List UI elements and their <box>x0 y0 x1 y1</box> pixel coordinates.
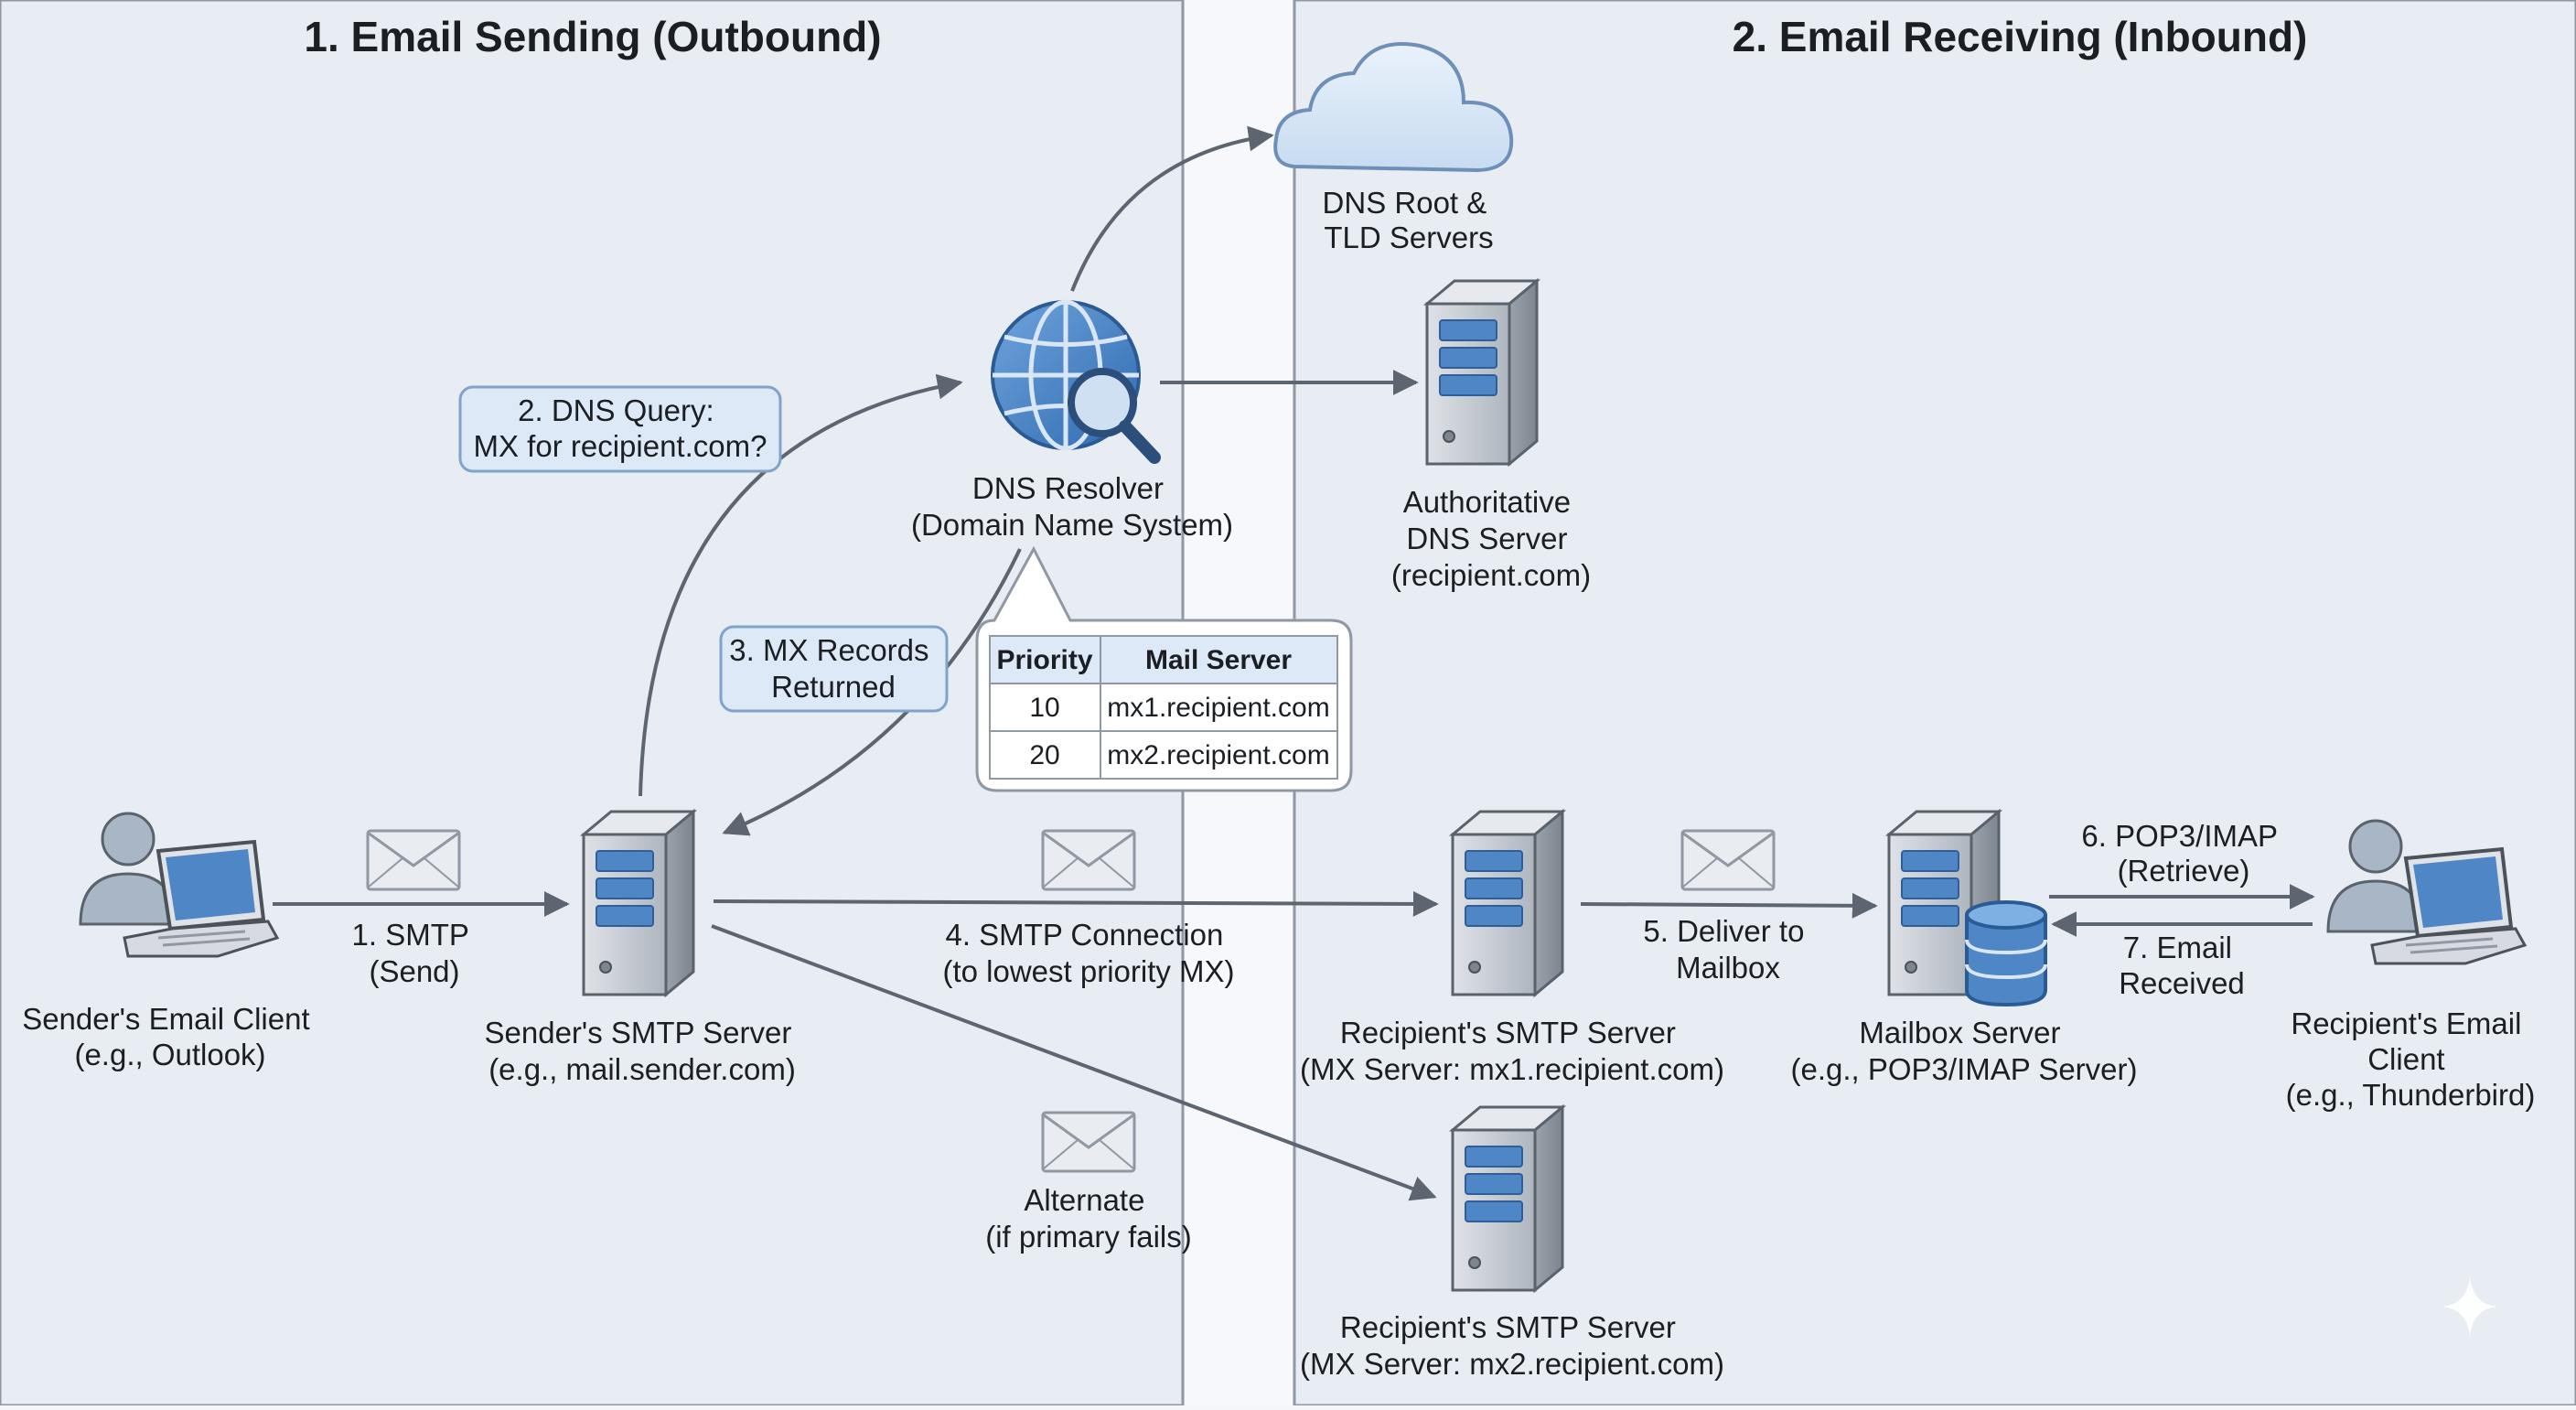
sender-smtp-label: Sender's SMTP Server (e.g., mail.sender.… <box>485 1016 800 1086</box>
mx-returned-label: 3. MX Records Returned <box>729 633 937 704</box>
envelope-icon-connection <box>1041 829 1136 891</box>
envelope-icon-alternate <box>1041 1111 1136 1173</box>
mx-row-2-server: mx2.recipient.com <box>1107 740 1329 770</box>
mx-row-2-priority: 20 <box>1029 740 1059 770</box>
mailbox-server-label: Mailbox Server (e.g., POP3/IMAP Server) <box>1790 1016 2137 1086</box>
arrow-dns-query <box>639 373 963 797</box>
database-icon <box>1965 900 2047 1007</box>
cloud-icon <box>1273 42 1514 173</box>
mx-returned-callout <box>719 625 949 713</box>
recipient-smtp1-server-icon <box>1451 810 1564 996</box>
sender-smtp-server-icon <box>582 810 695 996</box>
recipient-smtp2-server-icon <box>1451 1105 1564 1292</box>
recipient-smtp2-label: Recipient's SMTP Server (MX Server: mx2.… <box>1300 1310 1724 1381</box>
mx-header-server: Mail Server <box>1145 645 1292 675</box>
mx-records-table: Priority Mail Server 10 mx1.recipient.co… <box>975 545 1353 792</box>
sender-client-label: Sender's Email Client (e.g., Outlook) <box>22 1002 318 1071</box>
outbound-title: 1. Email Sending (Outbound) <box>304 13 881 60</box>
retrieve-label: 6. POP3/IMAP (Retrieve) <box>2081 819 2285 888</box>
inbound-title: 2. Email Receiving (Inbound) <box>1733 13 2308 60</box>
alternate-label: Alternate (if primary fails) <box>985 1183 1192 1254</box>
received-label: 7. Email Received <box>2119 931 2245 1000</box>
envelope-icon-deliver <box>1680 829 1776 891</box>
arrow-mx-returned <box>722 548 1022 836</box>
smtp-connection-label: 4. SMTP Connection (to lowest priority M… <box>942 918 1234 988</box>
arrow-smtp-connection <box>713 890 1439 917</box>
mx-row-1-priority: 10 <box>1029 693 1059 723</box>
authoritative-dns-label: Authoritative DNS Server (recipient.com) <box>1391 485 1591 592</box>
sparkle-icon <box>2442 1276 2497 1337</box>
dns-query-label: 2. DNS Query: MX for recipient.com? <box>474 393 767 463</box>
arrow-resolver-to-root <box>1070 125 1274 292</box>
dns-resolver-label: DNS Resolver (Domain Name System) <box>911 471 1233 542</box>
flow-arrows <box>273 125 2315 1201</box>
recipient-client-label: Recipient's Email Client (e.g., Thunderb… <box>2286 1006 2536 1112</box>
mx-row-1-server: mx1.recipient.com <box>1107 693 1329 723</box>
recipient-smtp1-label: Recipient's SMTP Server (MX Server: mx1.… <box>1300 1016 1724 1086</box>
dns-query-callout <box>458 385 782 473</box>
mx-header-priority: Priority <box>996 645 1092 675</box>
envelope-icon-send <box>366 829 461 891</box>
arrow-alternate <box>711 924 1437 1201</box>
globe-search-icon <box>991 299 1161 464</box>
arrow-deliver <box>1580 892 1878 919</box>
authoritative-server-icon <box>1425 279 1539 466</box>
smtp-send-label: 1. SMTP (Send) <box>352 918 478 988</box>
dns-root-label: DNS Root & TLD Servers <box>1323 186 1496 254</box>
deliver-label: 5. Deliver to Mailbox <box>1643 914 1812 985</box>
